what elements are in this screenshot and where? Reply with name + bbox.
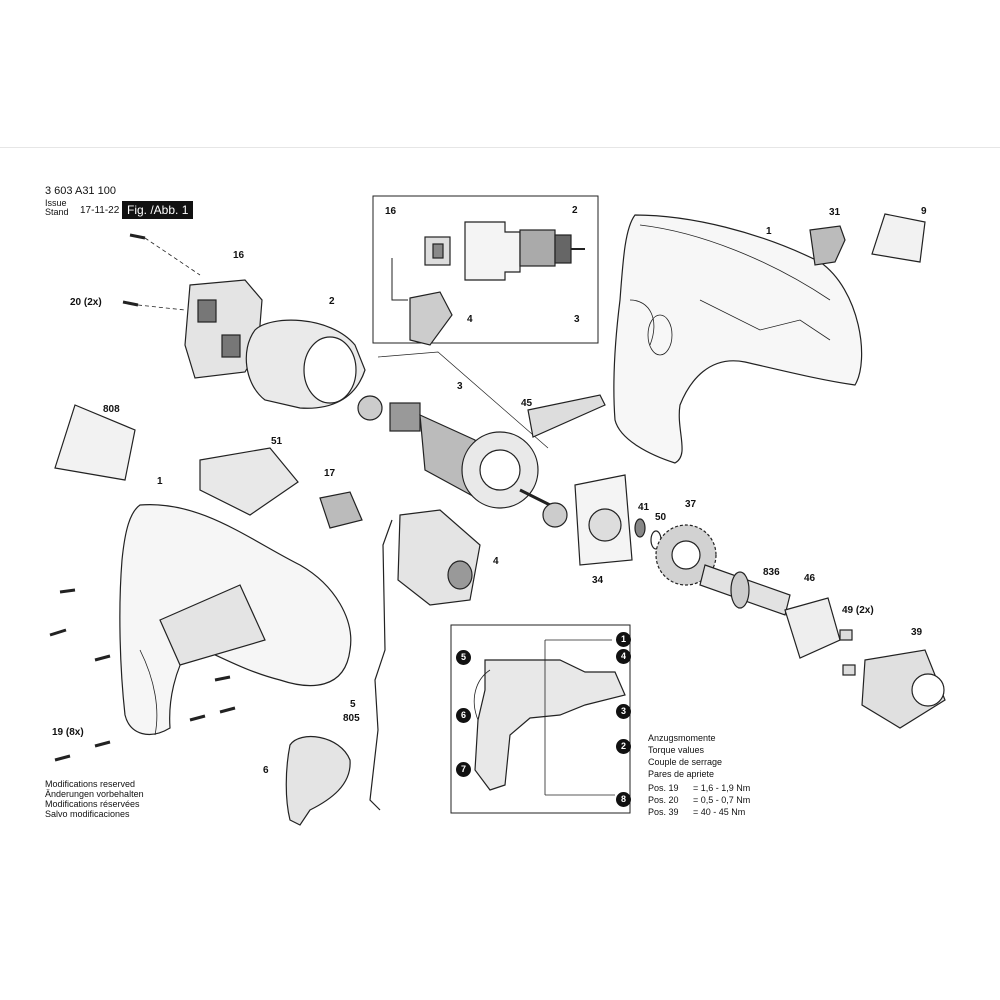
label-part-41: 41 [638,502,650,513]
label-part-4: 4 [493,556,499,567]
label-part-2: 2 [329,296,335,307]
cable-5-shape [369,519,393,811]
screws-20-shape [122,233,201,311]
switch-4-shape [397,509,481,606]
callout-4: 4 [616,649,631,664]
torque-heading-de: Anzugsmomente [648,733,716,743]
modifications-line-en: Modifications reserved [45,779,136,789]
label-part-1-left: 1 [157,476,163,487]
label-808-shape [54,404,136,481]
label-part-2-inset: 2 [572,205,578,216]
label-part-20: 20 (2x) [70,297,102,308]
screws-19-shape [49,588,236,762]
circuit-inset-box [372,195,599,344]
inset-switch-shape [391,258,453,346]
label-part-808: 808 [103,404,120,415]
label-part-9: 9 [921,206,927,217]
callout-7: 7 [456,762,471,777]
label-part-51: 51 [271,436,283,447]
torque-heading-fr: Couple de serrage [648,757,723,767]
armature-3-shape [357,395,568,528]
label-part-45: 45 [521,398,533,409]
capacitor-17-shape [319,491,363,529]
part-number: 3 603 A31 100 [45,185,116,197]
label-part-3: 3 [457,381,463,392]
gear-37-shape [655,524,717,586]
callout-1: 1 [616,632,631,647]
reference-drill-shape [473,639,626,796]
label-part-805: 805 [343,713,360,724]
top-border-line [0,147,1000,148]
callout-6: 6 [456,708,471,723]
spindle-836-shape [699,564,791,616]
label-part-836: 836 [763,567,780,578]
label-part-50: 50 [655,512,667,523]
callout-2: 2 [616,739,631,754]
ring-41-shape [634,518,646,538]
field-2-shape [245,319,366,409]
cover-51-shape [199,447,299,516]
label-part-3-inset: 3 [574,314,580,325]
label-part-17: 17 [324,468,336,479]
sleeve-6-shape [285,736,351,826]
chuck-39-shape [861,649,946,729]
inset-brush-holder-shape [424,236,451,266]
label-part-5: 5 [350,699,356,710]
torque-heading-es: Pares de apriete [648,769,715,779]
support-45-shape [527,394,606,438]
torque-heading-en: Torque values [648,745,705,755]
label-part-31: 31 [829,207,841,218]
torque-row-value: = 40 - 45 Nm [693,807,746,817]
inset-armature-shape [519,229,585,267]
inset-field-shape [464,221,521,281]
torque-row-pos: Pos. 19 [648,783,679,793]
label-part-6: 6 [263,765,269,776]
issue-label: Issue Stand [45,198,69,217]
label-part-16: 16 [233,250,245,261]
label-part-34: 34 [592,575,604,586]
modifications-line-de: Änderungen vorbehalten [45,789,144,799]
label-part-19: 19 (8x) [52,727,84,738]
callout-8: 8 [616,792,631,807]
label-part-49: 49 (2x) [842,605,874,616]
housing-half-left-shape [119,503,352,736]
label-part-1-top: 1 [766,226,772,237]
screw-49-shape [839,629,853,641]
torque-row-value: = 0,5 - 0,7 Nm [693,795,751,805]
modifications-line-fr: Modifications réservées [45,799,140,809]
clip-31-shape [809,225,846,266]
torque-row-pos: Pos. 39 [648,807,679,817]
callout-5: 5 [456,650,471,665]
label-part-16-inset: 16 [385,206,397,217]
torque-row-value: = 1,6 - 1,9 Nm [693,783,751,793]
label-part-37: 37 [685,499,697,510]
modifications-line-es: Salvo modificaciones [45,809,130,819]
label-9-shape [871,213,926,263]
callout-3: 3 [616,704,631,719]
label-part-39: 39 [911,627,923,638]
label-part-46: 46 [804,573,816,584]
torque-row-pos: Pos. 20 [648,795,679,805]
bearing-flange-46-shape [784,597,841,659]
issue-date: 17-11-22 [80,205,120,216]
label-part-4-inset: 4 [467,314,473,325]
reference-inset-box [450,624,631,814]
figure-label: Fig. /Abb. 1 [122,201,194,219]
